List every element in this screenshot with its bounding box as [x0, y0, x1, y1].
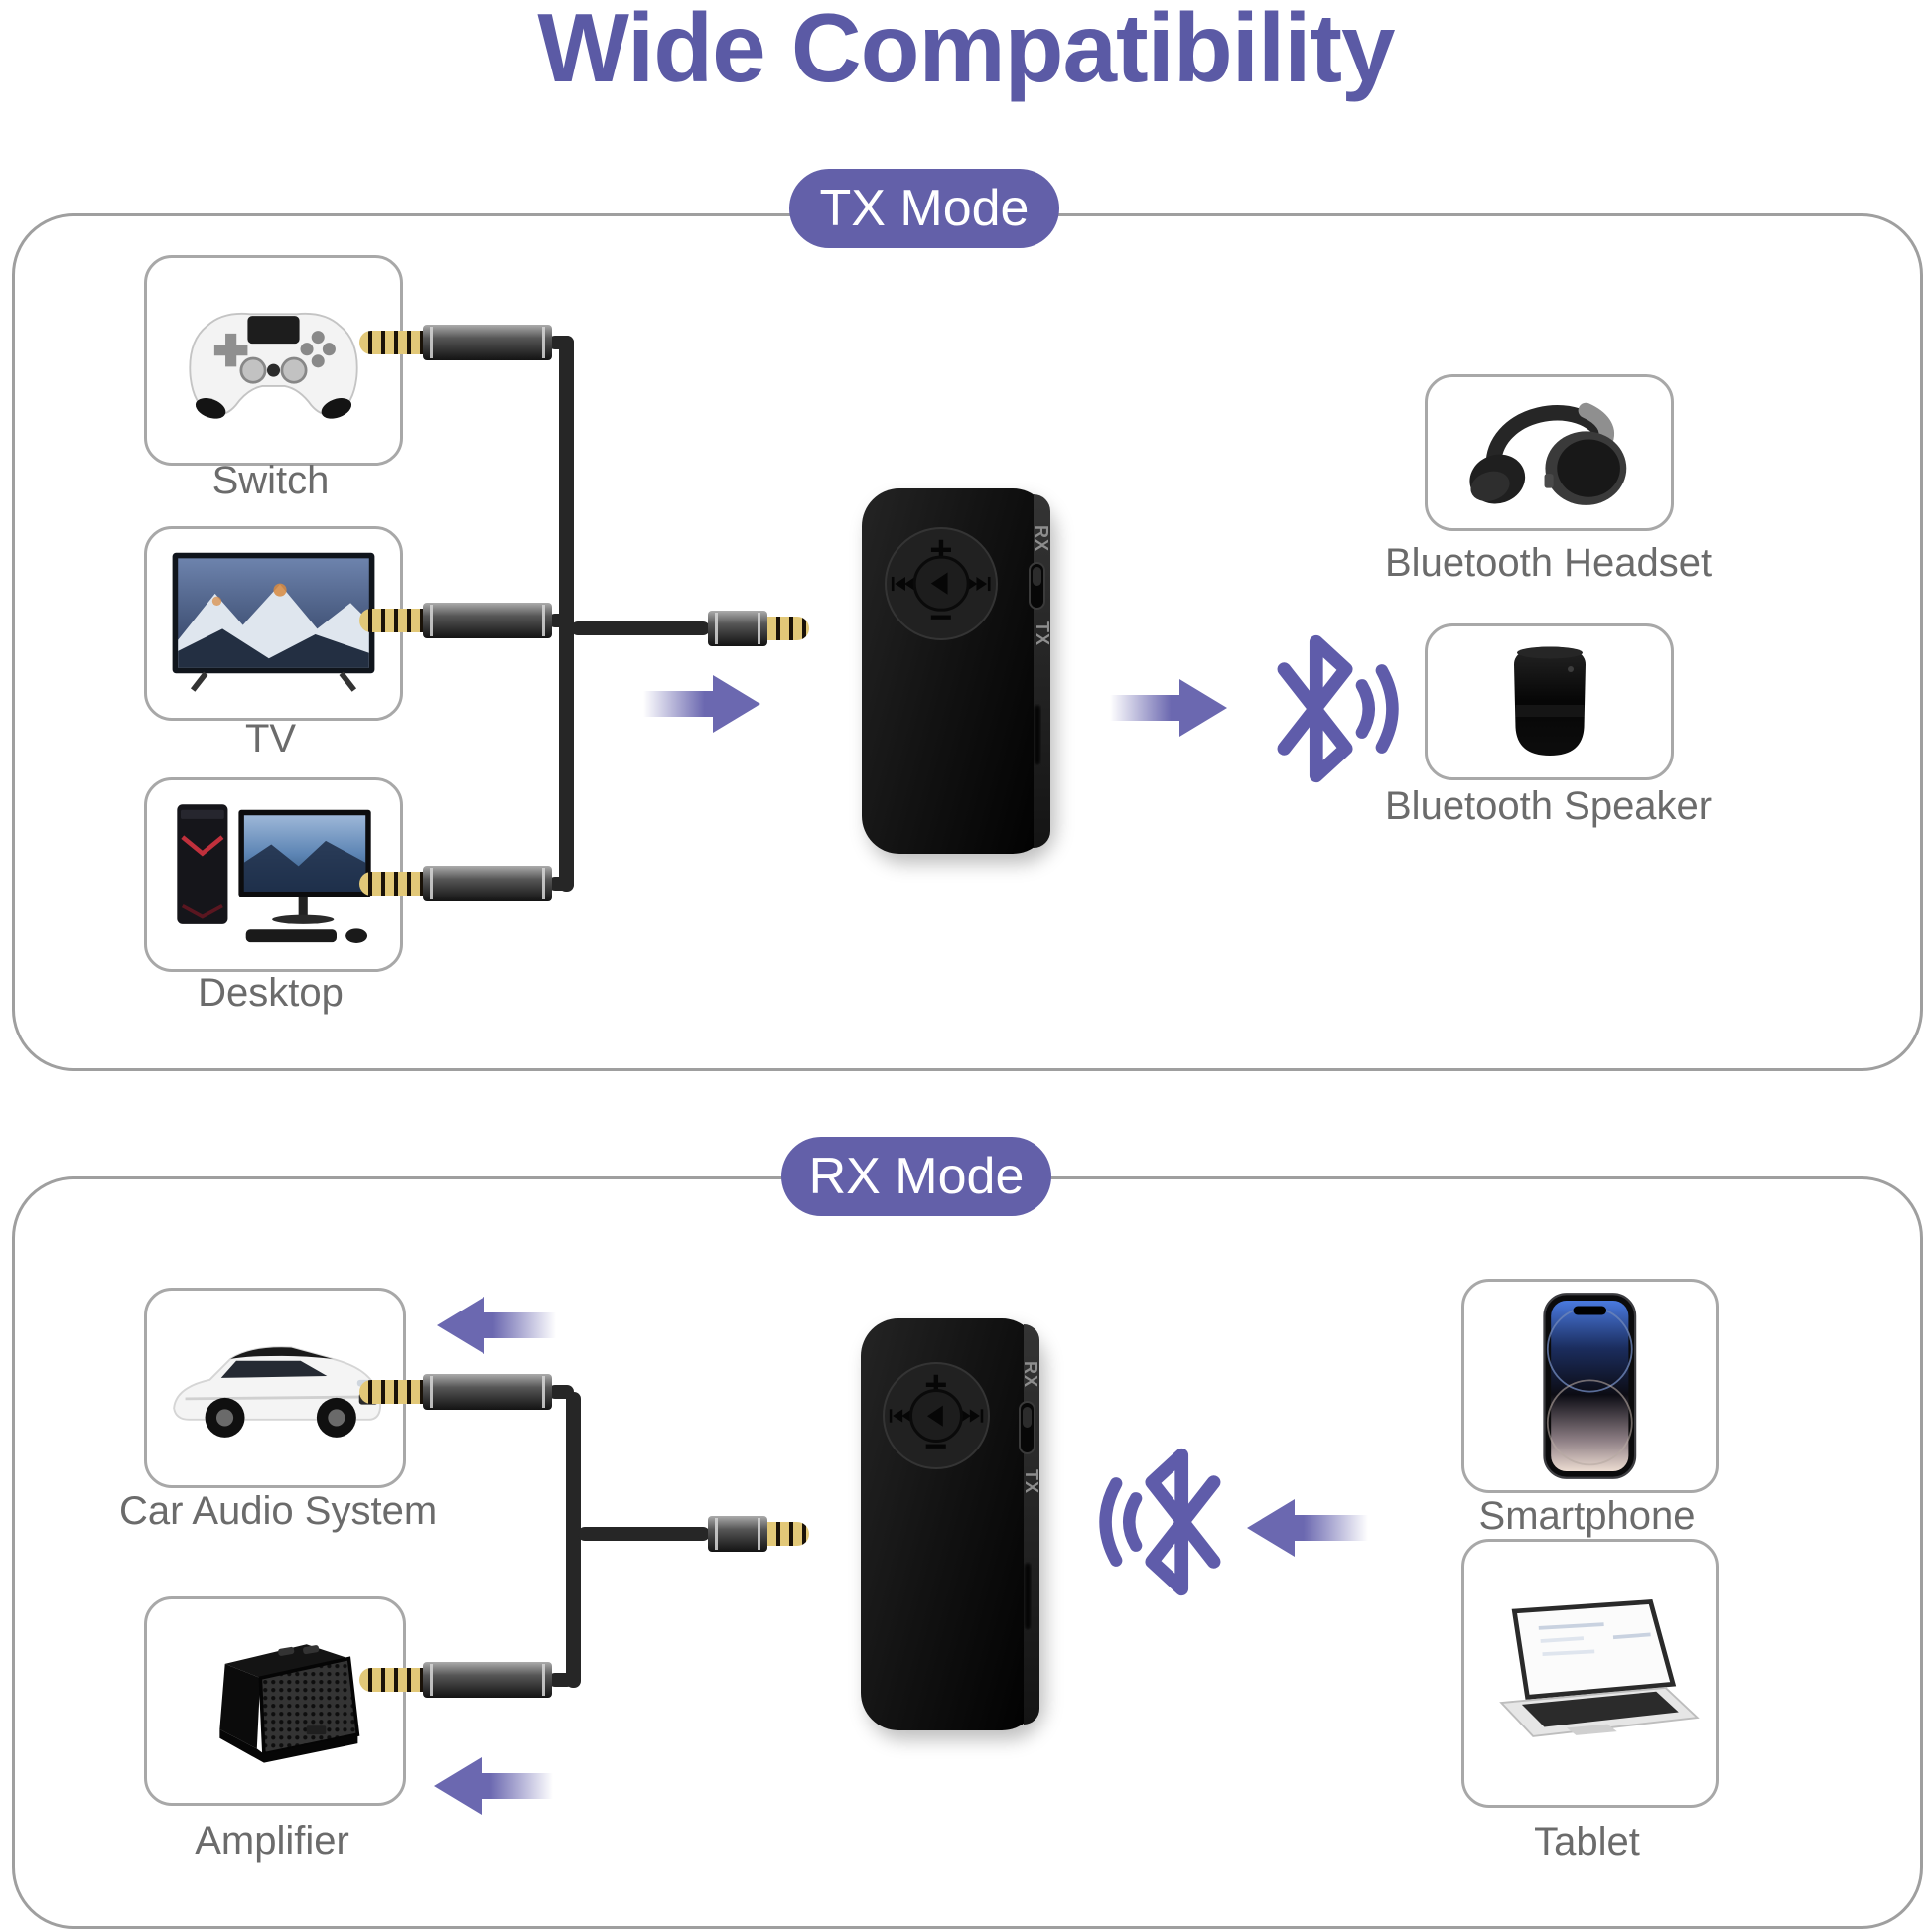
smartphone-label: Smartphone [1478, 1494, 1696, 1538]
bluetooth-icon [1082, 1442, 1249, 1602]
desktop-label: Desktop [198, 971, 344, 1015]
desktop-pc-icon [176, 804, 371, 944]
previous-track-icon [891, 573, 916, 595]
bluetooth-icon [1249, 628, 1416, 789]
car-audio-label: Car Audio System [119, 1489, 438, 1533]
aux-jack-barrel [423, 866, 552, 901]
tv-icon [172, 552, 375, 693]
smartphone-box [1461, 1279, 1719, 1493]
tv-label: TV [244, 717, 297, 760]
headphones-icon [1468, 402, 1626, 505]
bluetooth-speaker-box [1425, 623, 1674, 780]
aux-jack-barrel [423, 325, 552, 360]
amplifier-label: Amplifier [195, 1819, 349, 1863]
aux-cable-segment [548, 877, 574, 891]
arrow-right-icon [1110, 679, 1227, 737]
device-control-pad: + − [884, 526, 998, 640]
page-title: Wide Compatibility [537, 0, 1395, 102]
arrow-left-icon [1247, 1499, 1368, 1557]
aux-jack-icon [359, 1380, 423, 1404]
switch-device-box [144, 255, 403, 466]
aux-cable-segment [548, 1673, 574, 1687]
speaker-icon [1513, 646, 1586, 756]
device-control-pad: + − [882, 1361, 990, 1469]
bluetooth-speaker-label: Bluetooth Speaker [1385, 784, 1713, 828]
aux-jack-icon [767, 1522, 809, 1546]
next-track-icon [965, 573, 991, 595]
arrow-left-icon [437, 1297, 556, 1354]
arrow-left-icon [434, 1757, 553, 1815]
mode-switch-rx-label: RX [1020, 1360, 1040, 1388]
device-port-slot [1023, 1561, 1032, 1632]
aux-jack-icon [767, 617, 809, 640]
aux-jack-icon [359, 1668, 423, 1692]
tx-mode-pill: TX Mode [789, 169, 1059, 248]
mode-switch-slider [1018, 1401, 1035, 1454]
aux-cable-segment [548, 336, 574, 349]
aux-jack-barrel [423, 603, 552, 638]
bluetooth-headset-label: Bluetooth Headset [1385, 541, 1713, 585]
aux-jack-icon [359, 331, 423, 354]
tablet-label: Tablet [1534, 1820, 1640, 1863]
bluetooth-adapter-device: + − RX TX [862, 488, 1052, 854]
next-track-icon [959, 1405, 984, 1426]
aux-jack-icon [359, 609, 423, 632]
smartphone-icon [1543, 1293, 1637, 1479]
mode-switch-tx-label: TX [1021, 1468, 1041, 1494]
previous-track-icon [889, 1405, 913, 1426]
switch-label: Switch [211, 459, 330, 502]
play-button [908, 1388, 963, 1443]
mode-switch-tx-label: TX [1032, 621, 1052, 647]
aux-cable-segment [548, 1385, 574, 1399]
bluetooth-adapter-device: + − RX TX [861, 1318, 1041, 1730]
aux-jack-barrel [423, 1374, 552, 1410]
aux-jack-barrel [708, 1516, 767, 1552]
desktop-device-box [144, 777, 403, 972]
aux-cable-trunk [566, 1392, 581, 1688]
tablet-box [1461, 1539, 1719, 1808]
amplifier-box [144, 1596, 406, 1806]
play-button [912, 555, 970, 613]
aux-jack-barrel [708, 611, 767, 646]
device-port-slot [1033, 704, 1042, 766]
aux-cable-segment [548, 614, 574, 627]
amplifier-icon [218, 1644, 359, 1763]
aux-jack-barrel [423, 1662, 552, 1698]
mode-switch-rx-label: RX [1031, 525, 1051, 553]
rx-mode-pill: RX Mode [781, 1137, 1051, 1216]
arrow-right-icon [643, 675, 760, 733]
aux-cable-segment [571, 621, 710, 635]
bluetooth-headset-box [1425, 374, 1674, 531]
game-controller-icon [189, 313, 358, 419]
laptop-icon [1499, 1598, 1700, 1737]
car-icon [173, 1345, 382, 1438]
mode-switch-slider [1028, 561, 1046, 610]
aux-jack-icon [359, 872, 423, 896]
aux-cable-segment [578, 1527, 710, 1541]
